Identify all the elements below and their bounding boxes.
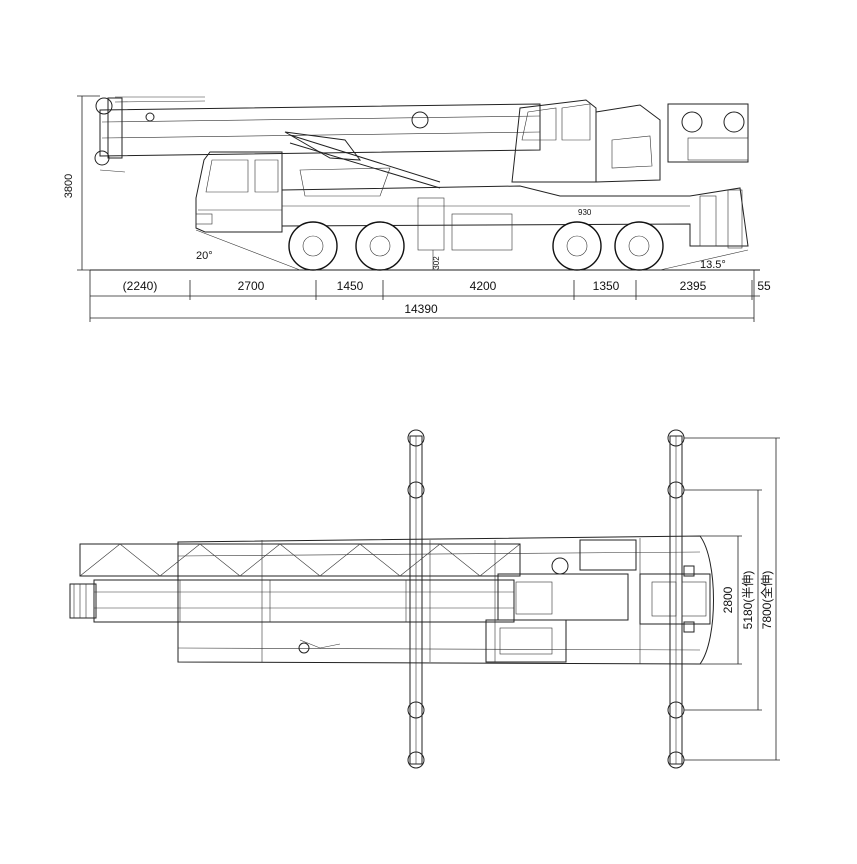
segment-label: 2395 <box>680 279 707 293</box>
carrier-body <box>177 535 714 665</box>
width-dimensions <box>684 437 780 761</box>
height-dimension: 3800 <box>63 95 100 271</box>
boom-top <box>69 543 521 623</box>
segment-label: (2240) <box>123 279 158 293</box>
approach-angle-label: 20° <box>196 250 213 262</box>
overall-length-label: 14390 <box>404 302 438 316</box>
clearance-label: 302 <box>432 256 441 270</box>
segment-label: 55 <box>757 279 771 293</box>
outrigger-half-label: 5180(半伸) <box>741 571 755 630</box>
boom <box>94 96 541 189</box>
width-label: 2800 <box>721 586 735 613</box>
superstructure-top <box>298 539 711 663</box>
height-label: 3800 <box>63 174 75 198</box>
outrigger-full-label: 7800(全伸) <box>759 571 774 630</box>
side-view: 3800 <box>63 95 771 322</box>
segment-label: 4200 <box>470 279 497 293</box>
segment-label: 1450 <box>337 279 364 293</box>
ground-line <box>90 229 760 271</box>
segment-label: 2700 <box>238 279 265 293</box>
operator-cab <box>511 99 661 183</box>
track-label: 930 <box>578 208 592 217</box>
winch-counterweight <box>667 103 749 163</box>
front-outriggers <box>407 429 425 769</box>
segment-dimensions <box>89 270 760 322</box>
segment-label: 1350 <box>593 279 620 293</box>
top-view: 2800 5180(半伸) 7800(全伸) <box>69 429 780 769</box>
wheels <box>288 221 664 271</box>
carrier-cab <box>195 151 283 233</box>
chassis <box>281 167 749 251</box>
departure-angle-label: 13.5° <box>700 259 726 271</box>
